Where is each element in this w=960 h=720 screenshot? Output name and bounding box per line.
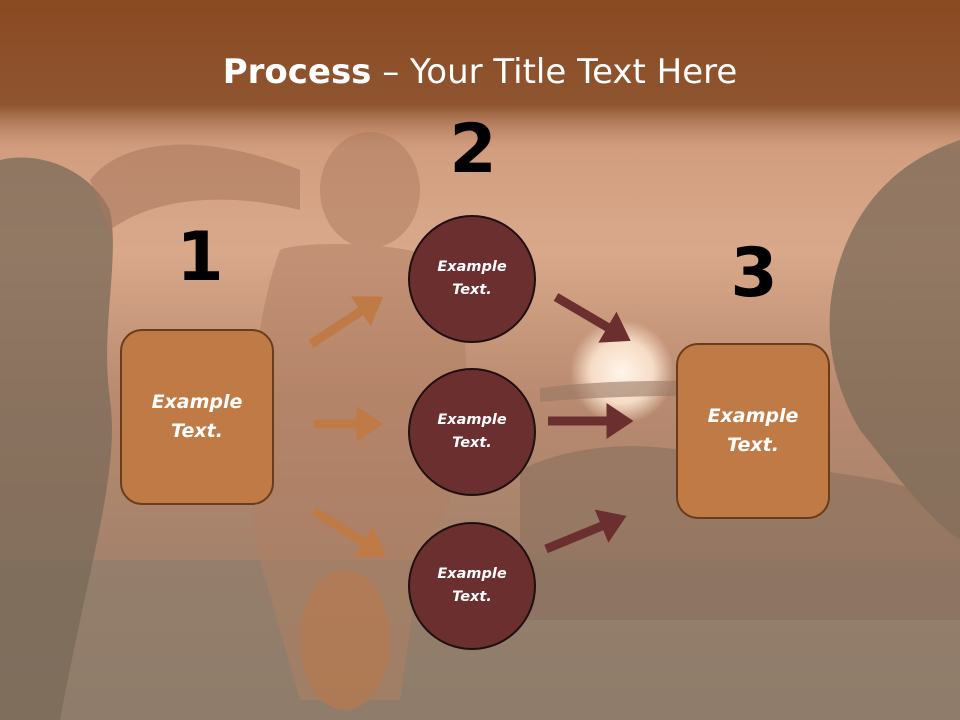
middle-node-bottom-line1: Example — [437, 566, 507, 582]
step-3-box: Example Text. — [676, 343, 830, 519]
middle-node-center-line2: Text. — [452, 435, 492, 451]
step-1-box: Example Text. — [120, 329, 274, 505]
sun-shape — [570, 320, 674, 424]
mid-treeline — [520, 446, 960, 620]
middle-node-center: Example Text. — [408, 368, 536, 496]
step-number-1: 1 — [176, 218, 224, 297]
header-band — [0, 0, 960, 150]
middle-node-bottom: Example Text. — [408, 522, 536, 650]
step-1-line1: Example — [151, 391, 243, 413]
middle-node-center-line1: Example — [437, 412, 507, 428]
right-foliage — [829, 140, 960, 540]
step-number-2: 2 — [449, 110, 497, 189]
step-3-line1: Example — [707, 405, 799, 427]
step-3-line2: Text. — [727, 434, 779, 456]
middle-node-top: Example Text. — [408, 215, 536, 343]
middle-node-bottom-line2: Text. — [452, 589, 492, 605]
step-1-line2: Text. — [171, 420, 223, 442]
middle-node-top-line2: Text. — [452, 282, 492, 298]
title-bold: Process — [222, 52, 372, 92]
step-number-3: 3 — [730, 234, 778, 313]
slide-title: Process – Your Title Text Here — [0, 52, 960, 92]
middle-node-top-line1: Example — [437, 259, 507, 275]
title-rest: – Your Title Text Here — [371, 52, 738, 92]
left-foliage — [0, 157, 113, 720]
